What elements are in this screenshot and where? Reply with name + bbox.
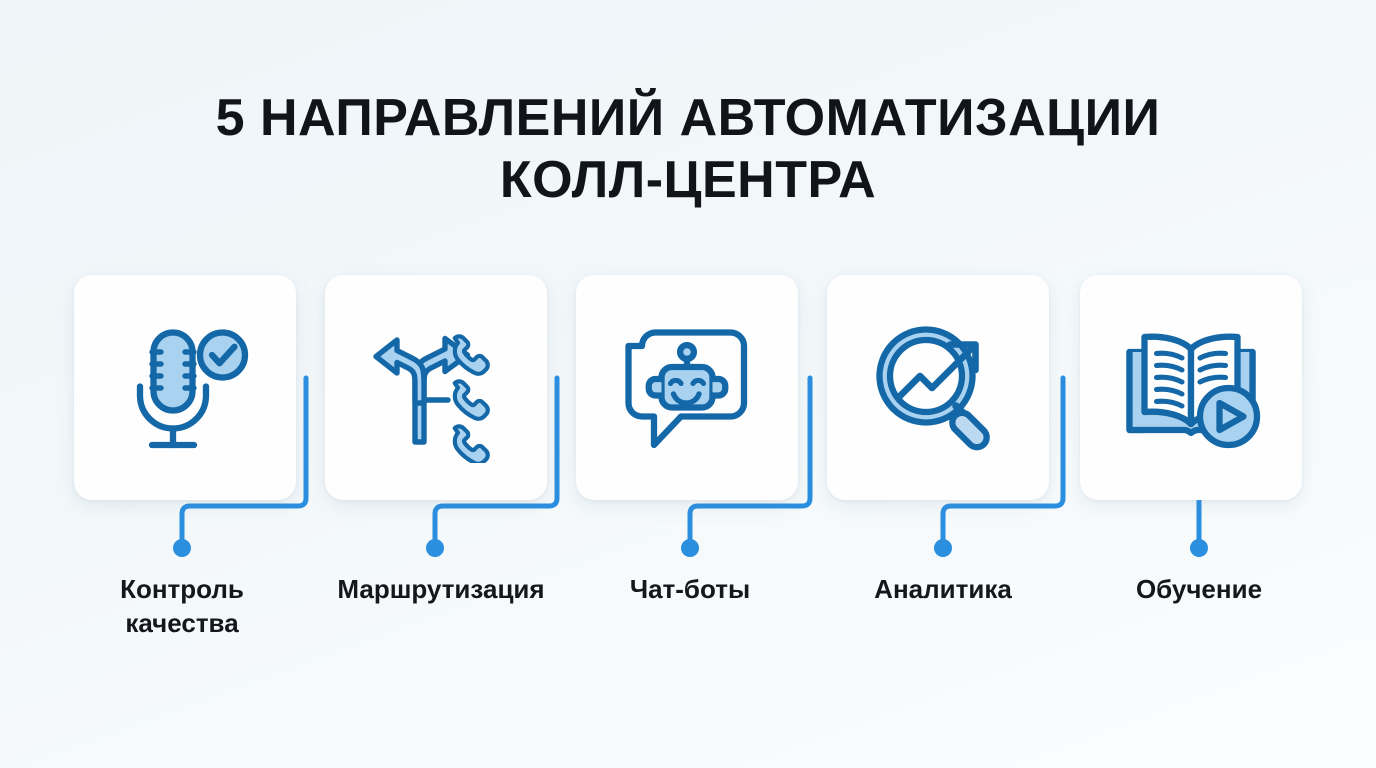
connector-dot-4 [934, 539, 952, 557]
connector-dot-3 [681, 539, 699, 557]
label-line-secondary: качества [125, 608, 239, 638]
card-training[interactable] [1080, 275, 1302, 500]
label-line-primary: Контроль [120, 574, 244, 604]
label-line-primary: Обучение [1135, 574, 1263, 604]
analytics-magnifier-icon [876, 325, 990, 450]
call-routing-icon [373, 333, 490, 463]
label-chatbots: Чат-боты [565, 572, 815, 606]
microphone-check-icon [136, 328, 249, 448]
chatbot-icon [625, 328, 748, 448]
card-quality-control[interactable] [74, 275, 296, 500]
book-play-icon [1126, 333, 1261, 448]
connector-dot-1 [173, 539, 191, 557]
title-line-1: 5 НАПРАВЛЕНИЙ АВТОМАТИЗАЦИИ [215, 88, 1161, 147]
card-analytics[interactable] [827, 275, 1049, 500]
label-line-primary: Чат-боты [629, 574, 751, 604]
connector-dot-2 [426, 539, 444, 557]
label-row: Контроль качества Маршрутизация Чат-боты… [0, 572, 1376, 662]
label-training: Обучение [1074, 572, 1324, 606]
title-line-2: КОЛЛ-ЦЕНТРА [499, 150, 877, 209]
card-chatbots[interactable] [576, 275, 798, 500]
icon-card-row [74, 275, 1302, 500]
label-routing: Маршрутизация [316, 572, 566, 606]
page-title: 5 НАПРАВЛЕНИЙ АВТОМАТИЗАЦИИ КОЛЛ-ЦЕНТРА [0, 87, 1376, 211]
label-line-primary: Аналитика [874, 574, 1012, 604]
label-analytics: Аналитика [818, 572, 1068, 606]
label-line-primary: Маршрутизация [337, 574, 545, 604]
label-quality-control: Контроль качества [62, 572, 302, 640]
connector-dot-5 [1190, 539, 1208, 557]
card-routing[interactable] [325, 275, 547, 500]
